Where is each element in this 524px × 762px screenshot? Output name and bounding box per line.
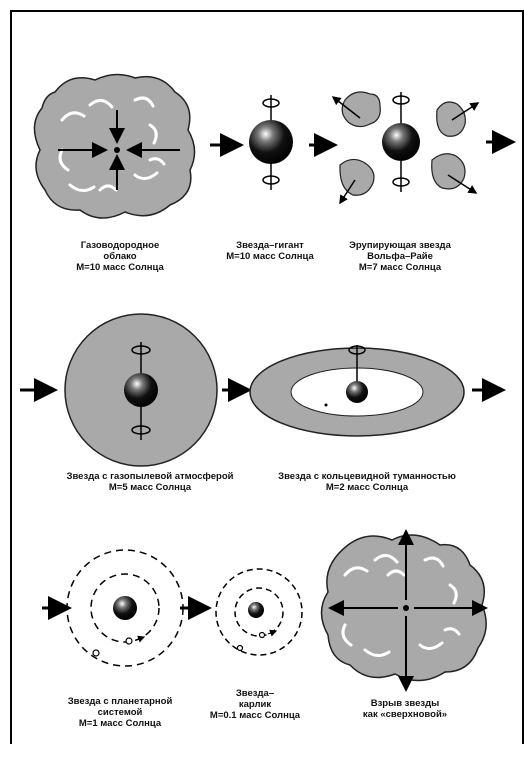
gas-cloud <box>34 74 194 218</box>
giant-star <box>249 95 293 190</box>
planetary-system-star <box>67 550 183 666</box>
dust-atmosphere-star <box>65 314 217 466</box>
ring-nebula-star <box>250 345 464 436</box>
dwarf-star <box>216 569 302 655</box>
wolf-rayet-star <box>333 92 478 203</box>
supernova <box>322 533 487 688</box>
